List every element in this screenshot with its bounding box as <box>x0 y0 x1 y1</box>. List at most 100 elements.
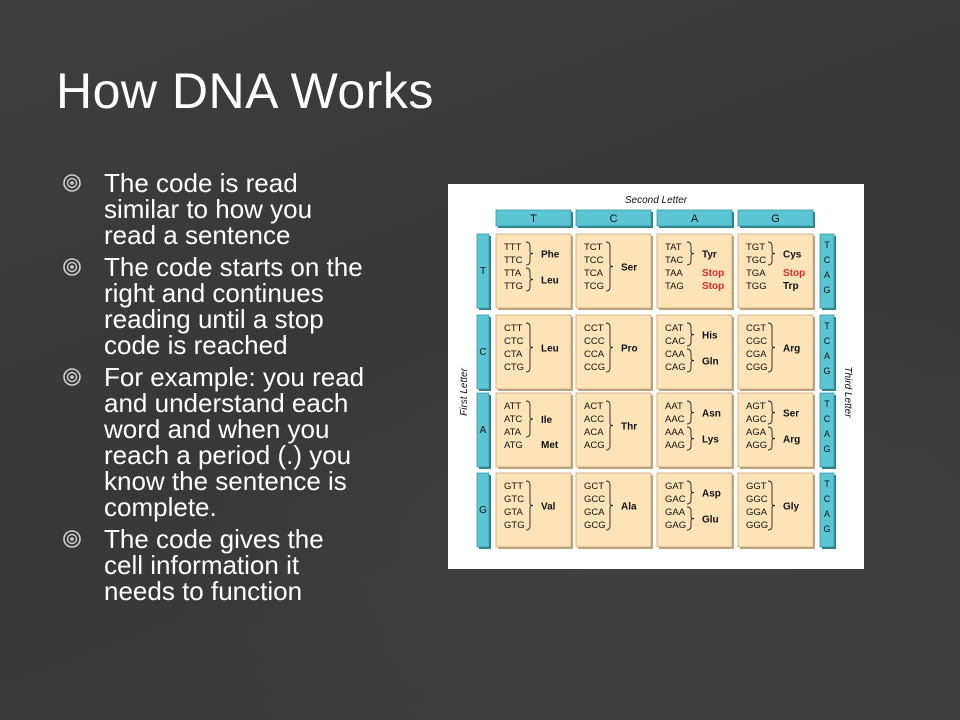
third-letter-label-item: G <box>823 366 830 376</box>
codon-label: TGC <box>746 255 766 266</box>
second-letter-header <box>737 209 814 227</box>
first-letter-header-label: T <box>480 266 486 277</box>
third-letter-label-item: A <box>824 429 830 439</box>
codon-label: CCA <box>584 349 605 360</box>
third-letter-label-item: G <box>823 444 830 454</box>
codon-cell <box>737 314 814 390</box>
second-letter-header-label: G <box>771 213 780 225</box>
amino-acid-label: Phe <box>541 250 560 261</box>
bracket-mark <box>767 241 776 266</box>
third-letter-strip <box>819 472 835 548</box>
third-letter-label-item: T <box>824 479 830 489</box>
amino-acid-label: Leu <box>541 276 559 287</box>
third-letter-label-item: C <box>824 494 831 504</box>
second-letter-header-label: A <box>691 213 699 225</box>
second-letter-header <box>575 209 652 227</box>
third-letter-label-item: G <box>823 524 830 534</box>
bracket-mark <box>686 426 695 451</box>
codon-label: GGC <box>746 494 768 505</box>
amino-acid-label: Ser <box>783 409 799 420</box>
third-letter-label-item: A <box>824 509 830 519</box>
codon-label: GTA <box>504 507 523 518</box>
third-letter-label-item: T <box>824 240 830 250</box>
slide-title: How DNA Works <box>56 63 434 119</box>
circled-bullet-icon <box>63 368 81 386</box>
bullet-line: code is reached <box>104 330 288 360</box>
codon-label: CTG <box>504 362 524 373</box>
third-letter-label-item: A <box>824 351 830 361</box>
codon-label: GTC <box>504 494 524 505</box>
stop-codon-label: Stop <box>702 268 724 279</box>
amino-acid-label: Glu <box>702 515 719 526</box>
second-letter-header <box>656 209 733 227</box>
bullet-line: similar to how you <box>104 194 313 224</box>
bracket-mark <box>767 322 776 373</box>
third-letter-label-item: G <box>823 285 830 295</box>
bullet-line: know the sentence is <box>104 466 347 496</box>
bullet-line: right and continues <box>104 278 324 308</box>
third-letter-strip <box>819 392 835 468</box>
codon-label: ACC <box>584 414 604 425</box>
amino-acid-label: Lys <box>702 435 719 446</box>
bullet-line: and understand each <box>104 388 349 418</box>
amino-acid-label: Tyr <box>702 250 717 261</box>
codon-label: CGC <box>746 336 767 347</box>
first-letter-header-label: C <box>479 347 486 358</box>
codon-label: TAA <box>665 268 683 279</box>
stop-codon-label: Stop <box>702 281 724 292</box>
codon-cell <box>737 392 814 468</box>
codon-label: GAC <box>665 494 686 505</box>
codon-label: ACG <box>584 440 605 451</box>
codon-label: ACT <box>584 401 603 412</box>
codon-cell <box>656 314 733 390</box>
codon-label: GAA <box>665 507 686 518</box>
first-letter-label: First Letter <box>459 367 470 415</box>
bracket-mark <box>525 480 534 531</box>
bracket-mark <box>686 241 695 266</box>
third-letter-label-item: A <box>824 270 830 280</box>
codon-label: ATG <box>504 440 523 451</box>
third-letter-label-item: C <box>824 336 831 346</box>
codon-label: CTC <box>504 336 524 347</box>
codon-label: CAT <box>665 323 683 334</box>
codon-cell <box>575 314 652 390</box>
first-letter-header <box>476 233 490 309</box>
second-letter-label: Second Letter <box>625 195 688 206</box>
codon-label: TTG <box>504 281 523 292</box>
bracket-mark <box>605 241 614 292</box>
codon-label: ATC <box>504 414 522 425</box>
codon-cell <box>495 314 572 390</box>
bullet-line: The code starts on the <box>104 252 363 282</box>
codon-label: TAT <box>665 242 682 253</box>
bullet-line: complete. <box>104 492 217 522</box>
third-letter-label-item: T <box>824 399 830 409</box>
codon-label: AGG <box>746 440 767 451</box>
codon-label: TGT <box>746 242 765 253</box>
bracket-mark <box>525 322 534 373</box>
bullet-line: reach a period (.) you <box>104 440 352 470</box>
codon-label: ATT <box>504 401 521 412</box>
codon-label: GTT <box>504 481 523 492</box>
amino-acid-label: Thr <box>621 422 637 433</box>
codon-label: CAC <box>665 336 685 347</box>
codon-cell <box>495 233 572 309</box>
codon-label: AGC <box>746 414 767 425</box>
amino-acid-label: Leu <box>541 344 559 355</box>
third-letter-label-item: T <box>824 321 830 331</box>
codon-label: CCT <box>584 323 604 334</box>
codon-label: TAC <box>665 255 683 266</box>
codon-label: AGT <box>746 401 766 412</box>
codon-label: GAG <box>665 520 686 531</box>
first-letter-header <box>476 472 490 548</box>
codon-label: GCA <box>584 507 605 518</box>
codon-label: CCC <box>584 336 605 347</box>
bracket-mark <box>686 480 695 505</box>
codon-cell <box>656 233 733 309</box>
amino-acid-label: Gly <box>783 502 800 513</box>
codon-label: CTA <box>504 349 523 360</box>
